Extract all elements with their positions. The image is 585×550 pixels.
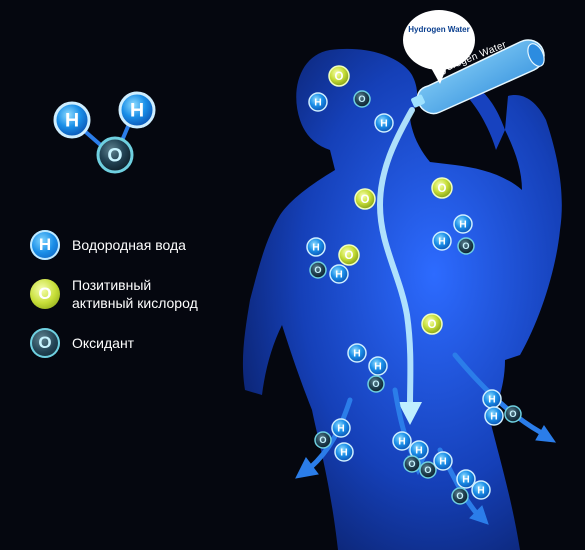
oxidant-molecule: O [457,237,475,255]
hydrogen-molecule: H [433,451,453,471]
h2o-atoms: H H O [53,91,156,174]
svg-text:O: O [509,409,516,419]
water-bottle [411,39,545,115]
svg-text:O: O [314,265,321,275]
svg-text:H: H [314,97,321,108]
hydrogen-molecule: H [484,406,504,426]
oxidant-molecule: O [504,405,522,423]
svg-text:O: O [456,491,463,501]
svg-text:O: O [107,144,122,166]
hydrogen-molecule: H [453,214,473,234]
hydrogen-molecule: H [306,237,326,257]
oxidant-molecule: O [353,90,371,108]
positive-oxygen-icon: O [30,279,60,309]
legend: H Водородная вода O Позитивный активный … [30,230,198,374]
legend-label-positive-oxygen: Позитивный активный кислород [72,276,198,312]
hydrogen-molecule: H [374,113,394,133]
legend-label-oxidant: Оксидант [72,335,135,351]
positive-oxygen-molecule: O [421,313,443,335]
svg-text:H: H [477,485,484,496]
hydrogen-molecule: H [432,231,452,251]
svg-text:H: H [337,423,344,434]
svg-text:H: H [380,118,387,129]
oxidant-molecule: O [367,375,385,393]
positive-oxygen-molecule: O [338,244,360,266]
oxidant-molecule: O [451,487,469,505]
svg-text:H: H [65,109,79,131]
svg-text:H: H [415,445,422,456]
hydrogen-molecule: H [482,389,502,409]
hydrogen-molecule: H [329,264,349,284]
legend-item-positive-oxygen: O Позитивный активный кислород [30,276,198,312]
svg-text:O: O [345,250,354,262]
oxidant-icon: O [30,328,60,358]
legend-item-oxidant: O Оксидант [30,328,198,358]
svg-text:O: O [358,94,365,104]
positive-oxygen-molecule: O [354,188,376,210]
svg-text:O: O [462,241,469,251]
hydrogen-molecule: H [334,442,354,462]
oxidant-molecule: O [419,461,437,479]
svg-text:H: H [439,456,446,467]
hydrogen-atom-icon: H [118,91,156,129]
hydrogen-molecule: H [368,356,388,376]
svg-text:O: O [438,183,447,195]
svg-text:O: O [361,194,370,206]
speech-bubble [403,10,475,84]
oxidant-molecule: O [309,261,327,279]
hydrogen-molecule: H [347,343,367,363]
svg-text:O: O [372,379,379,389]
svg-text:H: H [462,474,469,485]
legend-item-hydrogen: H Водородная вода [30,230,198,260]
svg-text:H: H [398,436,405,447]
legend-label-hydrogen: Водородная вода [72,237,186,253]
positive-oxygen-molecule: O [431,177,453,199]
svg-text:O: O [335,71,344,83]
oxidant-molecule: O [314,431,332,449]
hydrogen-molecule: H [331,418,351,438]
hydrogen-molecule: H [392,431,412,451]
svg-text:H: H [374,361,381,372]
legend-label-positive-oxygen-line2: активный кислород [72,295,198,311]
arm-silhouette [470,88,505,150]
svg-text:H: H [438,236,445,247]
svg-text:H: H [340,447,347,458]
oxidant-molecule: O [403,455,421,473]
svg-text:O: O [319,435,326,445]
speech-bubble-text: Hydrogen Water [408,25,470,34]
svg-text:O: O [428,319,437,331]
svg-text:H: H [459,219,466,230]
hydrogen-icon: H [30,230,60,260]
svg-text:H: H [312,242,319,253]
svg-text:O: O [408,459,415,469]
water-flow-arrow [376,107,415,408]
svg-text:H: H [130,99,144,121]
water-flow-arrowhead [398,402,422,425]
positive-oxygen-molecule: O [328,65,350,87]
hydrogen-molecule: H [471,480,491,500]
svg-text:H: H [353,348,360,359]
hydrogen-molecule: H [456,469,476,489]
legend-label-positive-oxygen-line1: Позитивный [72,277,152,293]
svg-text:H: H [488,394,495,405]
svg-text:O: O [424,465,431,475]
hydrogen-atom-icon: H [53,101,91,139]
hydrogen-molecule: H [308,92,328,112]
svg-text:H: H [490,411,497,422]
svg-text:H: H [335,269,342,280]
oxygen-atom-icon: O [96,136,134,174]
